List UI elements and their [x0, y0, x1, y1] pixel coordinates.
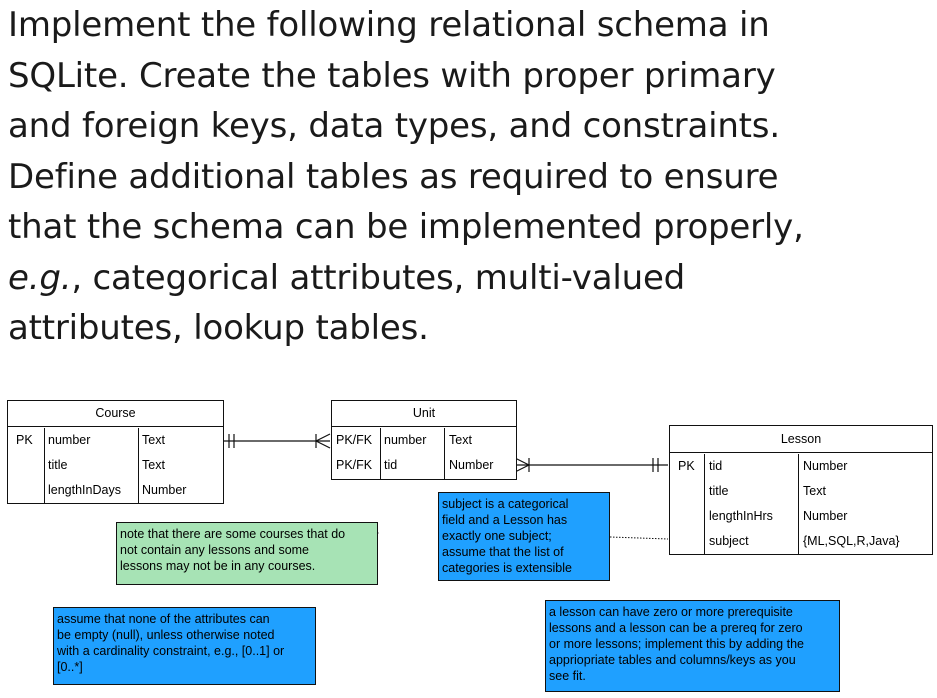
unit-field-name: number — [384, 433, 427, 447]
unit-field-type: Text — [449, 433, 472, 447]
course-key-divider — [44, 428, 45, 503]
unit-key: PK/FK — [336, 458, 373, 472]
course-field-name: title — [48, 458, 68, 472]
course-field-type: Number — [142, 483, 187, 497]
unit-table: Unit PK/FK number Text PK/FK tid Number — [331, 400, 517, 480]
lesson-table: Lesson PK tid Number title Text lengthIn… — [669, 425, 933, 555]
note-line: lessons may not be in any courses. — [120, 559, 316, 573]
lesson-field-name: lengthInHrs — [709, 509, 773, 523]
prompt-eg: e.g. — [8, 257, 72, 298]
course-table-title: Course — [8, 401, 223, 427]
lesson-field-type: Text — [803, 484, 826, 498]
lesson-field-type: Number — [803, 459, 848, 473]
unit-many-mark — [514, 457, 530, 466]
lesson-field-name: subject — [709, 534, 749, 548]
prompt-line: attributes, lookup tables. — [8, 308, 429, 348]
unit-many-mark — [514, 464, 530, 473]
lesson-type-divider — [798, 454, 799, 554]
prompt-line: SQLite. Create the tables with proper pr… — [8, 55, 776, 96]
prompt-line: that the schema can be implemented prope… — [8, 207, 804, 247]
unit-field-name: tid — [384, 458, 398, 472]
lesson-field-name: tid — [709, 459, 723, 473]
prompt-line: Define additional tables as required to … — [8, 156, 779, 197]
course-field-name: number — [48, 433, 91, 447]
lesson-field-type: {ML,SQL,R,Java} — [803, 534, 900, 548]
course-table: Course PK number Text title Text lengthI… — [7, 400, 224, 504]
note-line: assume that none of the attributes can — [57, 612, 270, 626]
lesson-key-divider — [704, 454, 705, 554]
subject-category-note: subject is a categorical field and a Les… — [438, 492, 610, 581]
prompt-line: e.g., categorical attributes, multi-valu… — [8, 253, 933, 304]
lesson-key: PK — [678, 459, 695, 473]
note-line: subject is a categorical — [442, 497, 569, 511]
unit-many-mark — [315, 440, 331, 449]
note-line: field and a Lesson has — [442, 513, 568, 527]
note-line: assume that the list of — [442, 545, 564, 559]
unit-key-divider — [380, 428, 381, 479]
lesson-field-type: Number — [803, 509, 848, 523]
note-line: be empty (null), unless otherwise noted — [57, 628, 275, 642]
note-line: exactly one subject; — [442, 529, 552, 543]
note-line: categories is extensible — [442, 561, 572, 575]
prompt-line-rest: , categorical attributes, multi-valued — [71, 257, 686, 298]
lesson-field-name: title — [709, 484, 729, 498]
course-key: PK — [16, 433, 33, 447]
note-line: a lesson can have zero or more prerequis… — [549, 605, 793, 619]
unit-many-mark — [315, 433, 331, 442]
course-field-name: lengthInDays — [48, 483, 121, 497]
subject-note-connector — [609, 536, 669, 540]
note-line: [0..*] — [57, 660, 83, 674]
unit-field-type: Number — [449, 458, 494, 472]
unit-key: PK/FK — [336, 433, 373, 447]
prompt-line: and foreign keys, data types, and constr… — [8, 106, 780, 146]
prerequisite-note: a lesson can have zero or more prerequis… — [545, 600, 840, 692]
note-line: see fit. — [549, 669, 586, 683]
lesson-table-title: Lesson — [670, 426, 932, 453]
assignment-prompt: Implement the following relational schem… — [8, 0, 933, 354]
note-line: note that there are some courses that do — [120, 527, 346, 541]
note-line: or more lessons; implement this by addin… — [549, 637, 804, 651]
note-line: with a cardinality constraint, e.g., [0.… — [57, 644, 285, 658]
unit-table-title: Unit — [332, 401, 516, 427]
course-field-type: Text — [142, 433, 165, 447]
note-line: lessons and a lesson can be a prereq for… — [549, 621, 803, 635]
null-constraint-note: assume that none of the attributes can b… — [53, 607, 316, 685]
course-type-divider — [138, 428, 139, 503]
prompt-line: Implement the following relational schem… — [8, 5, 770, 45]
note-line: appriopriate tables and columns/keys as … — [549, 653, 796, 667]
unit-type-divider — [444, 428, 445, 479]
course-field-type: Text — [142, 458, 165, 472]
note-line: not contain any lessons and some — [120, 543, 310, 557]
courses-lessons-note: note that there are some courses that do… — [116, 522, 378, 585]
